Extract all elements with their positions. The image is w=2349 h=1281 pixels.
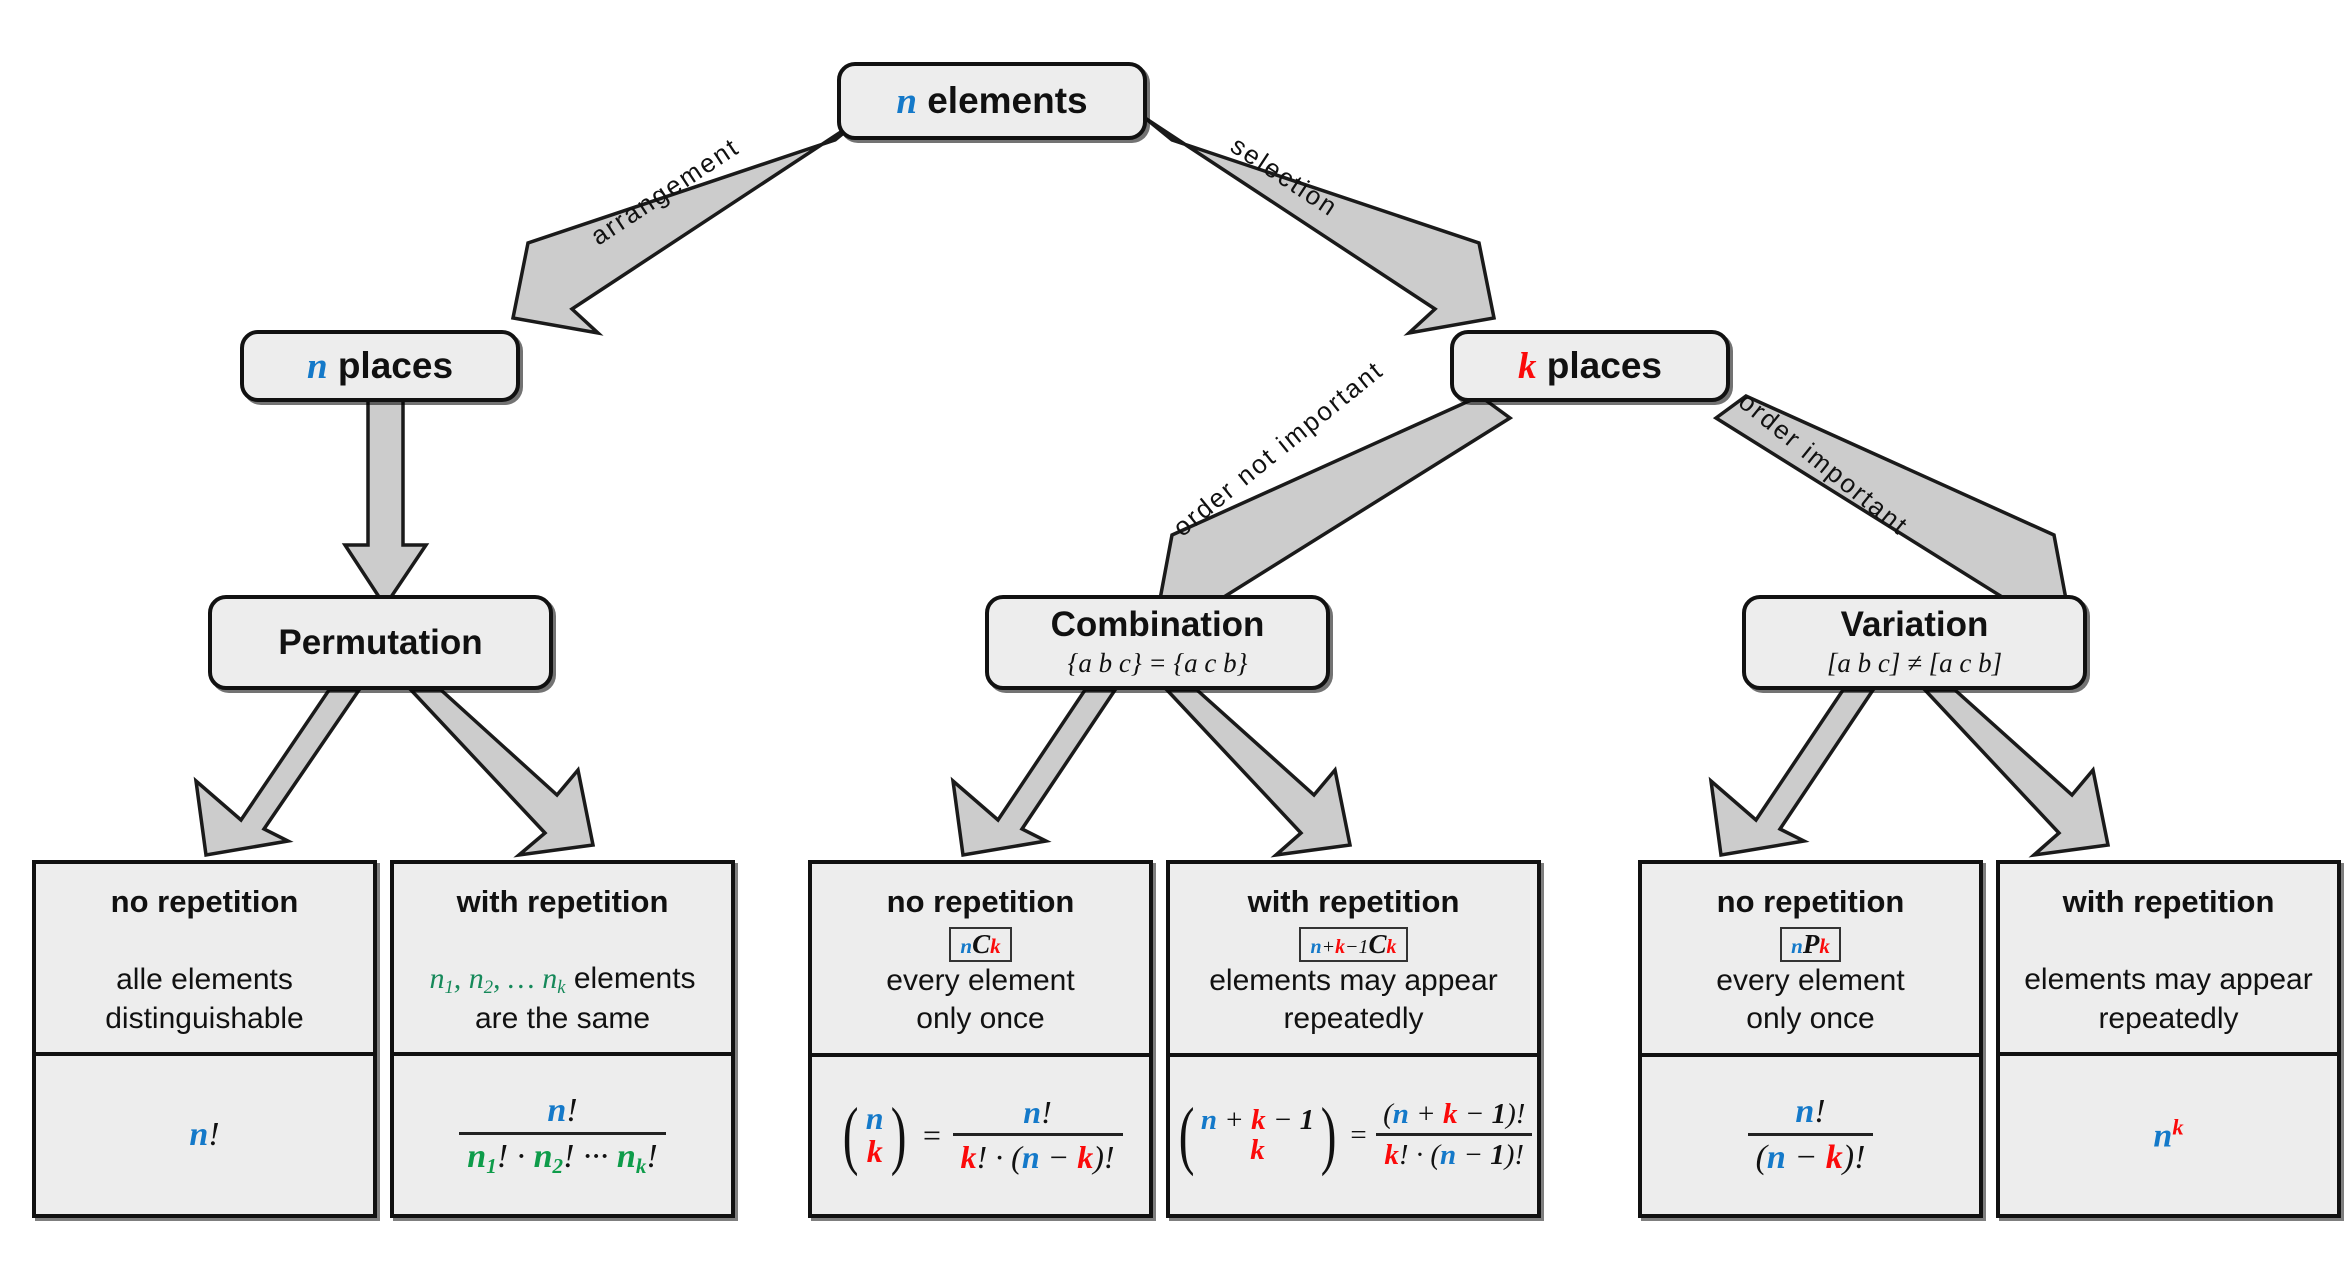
leaf-variation-with-repetition[interactable]: with repetition elements may appear repe… bbox=[1996, 860, 2341, 1218]
desc-line-2: repeatedly bbox=[1283, 1002, 1424, 1036]
desc-line-1: every element bbox=[1716, 964, 1905, 997]
desc-line-1: elements bbox=[573, 961, 696, 995]
leaf-header: no repetition bbox=[1716, 884, 1905, 919]
leaf-formula: ( n + k − 1 k ) = (n + k − 1)! k! · (n −… bbox=[1174, 1097, 1534, 1173]
leaf-lower: n! bbox=[36, 1056, 373, 1214]
leaf-lower: nk bbox=[2000, 1056, 2337, 1214]
desc-line-2: distinguishable bbox=[105, 1001, 304, 1035]
leaf-notation: nPk bbox=[1780, 927, 1841, 962]
leaf-lower: n! n1! · n2! ··· nk! bbox=[394, 1056, 731, 1214]
leaf-description: n1, n2, … nk elements are the same bbox=[429, 960, 695, 1038]
node-k-places-label: k places bbox=[1518, 344, 1662, 387]
arrow-variation-to-with-rep bbox=[1920, 688, 2111, 858]
leaf-description: alle elements distinguishable bbox=[105, 961, 303, 1038]
leaf-formula: n! bbox=[189, 1116, 220, 1153]
var-n: n bbox=[896, 80, 917, 122]
edge-label-selection: selection bbox=[1225, 130, 1345, 223]
leaf-lower: ( n + k − 1 k ) = (n + k − 1)! k! · (n −… bbox=[1170, 1057, 1537, 1214]
leaf-upper: no repetition alle elements distinguisha… bbox=[36, 864, 373, 1056]
leaf-combination-with-repetition[interactable]: with repetition n+k−1Ck elements may app… bbox=[1166, 860, 1541, 1218]
node-variation-subtitle: [a b c] ≠ [a c b] bbox=[1826, 647, 2003, 678]
leaf-notation: nCk bbox=[949, 927, 1012, 962]
desc-line-2: only once bbox=[1746, 1002, 1875, 1036]
var-n: n bbox=[306, 345, 328, 387]
leaf-permutation-no-repetition[interactable]: no repetition alle elements distinguisha… bbox=[32, 860, 377, 1218]
leaf-upper: with repetition elements may appear repe… bbox=[2000, 864, 2337, 1056]
leaf-header: no repetition bbox=[886, 884, 1075, 919]
node-n-elements-label: n elements bbox=[896, 79, 1088, 122]
leaf-formula: nk bbox=[2153, 1114, 2184, 1155]
desc-line-1: alle elements bbox=[116, 963, 293, 997]
desc-line-1: elements may appear bbox=[2024, 963, 2313, 997]
var-k: k bbox=[1518, 345, 1537, 387]
node-variation-title: Variation bbox=[1840, 605, 1989, 645]
leaf-notation: n+k−1Ck bbox=[1299, 927, 1408, 962]
desc-line-2: only once bbox=[916, 1002, 1045, 1036]
arrow-places-to-permutation bbox=[341, 388, 430, 610]
node-n-places-label: n places bbox=[306, 344, 454, 387]
leaf-description: elements may appear repeatedly bbox=[1209, 962, 1498, 1039]
desc-line-2: are the same bbox=[474, 1001, 651, 1035]
leaf-header: with repetition bbox=[456, 884, 669, 919]
leaf-upper: with repetition n+k−1Ck elements may app… bbox=[1170, 864, 1537, 1057]
node-n-elements[interactable]: n elements bbox=[837, 62, 1147, 140]
arrow-arrangement bbox=[510, 116, 864, 336]
edge-label-order-important: order important bbox=[1733, 386, 1915, 542]
desc-vars: n1, n2, … nk bbox=[429, 961, 566, 998]
edge-label-arrangement: arrangement bbox=[585, 131, 745, 252]
arrow-combination-to-with-rep bbox=[1162, 688, 1353, 858]
leaf-variation-no-repetition[interactable]: no repetition nPk every element only onc… bbox=[1638, 860, 1983, 1218]
leaf-formula: n! (n − k)! bbox=[1747, 1093, 1874, 1177]
node-k-places-text: places bbox=[1546, 344, 1662, 386]
node-variation[interactable]: Variation [a b c] ≠ [a c b] bbox=[1742, 595, 2087, 690]
arrow-variation-to-no-rep bbox=[1708, 688, 1877, 858]
leaf-description: every element only once bbox=[886, 962, 1074, 1039]
edge-label-order-not-important: order not important bbox=[1167, 354, 1390, 543]
desc-line-2: repeatedly bbox=[2098, 1001, 2239, 1035]
leaf-permutation-with-repetition[interactable]: with repetition n1, n2, … nk elements ar… bbox=[390, 860, 735, 1218]
arrow-selection bbox=[1143, 116, 1497, 336]
leaf-upper: no repetition nPk every element only onc… bbox=[1642, 864, 1979, 1057]
leaf-description: elements may appear repeatedly bbox=[2024, 961, 2313, 1038]
desc-line-1: elements may appear bbox=[1209, 964, 1498, 997]
desc-line-1: every element bbox=[886, 964, 1075, 997]
node-combination-subtitle: {a b c} = {a c b} bbox=[1067, 647, 1248, 678]
leaf-upper: no repetition nCk every element only onc… bbox=[812, 864, 1149, 1057]
leaf-formula: n! n1! · n2! ··· nk! bbox=[459, 1092, 666, 1179]
node-combination-title: Combination bbox=[1050, 605, 1265, 645]
leaf-header: no repetition bbox=[110, 884, 299, 919]
arrow-permutation-to-with-rep bbox=[406, 688, 596, 858]
leaf-header: with repetition bbox=[1247, 884, 1460, 919]
arrow-permutation-to-no-rep bbox=[193, 688, 363, 858]
leaf-header: with repetition bbox=[2062, 884, 2275, 919]
arrow-combination-to-no-rep bbox=[950, 688, 1119, 858]
leaf-upper: with repetition n1, n2, … nk elements ar… bbox=[394, 864, 731, 1056]
node-n-elements-text: elements bbox=[927, 79, 1088, 121]
node-n-places-text: places bbox=[337, 344, 454, 386]
leaf-description: every element only once bbox=[1716, 962, 1904, 1039]
node-combination[interactable]: Combination {a b c} = {a c b} bbox=[985, 595, 1330, 690]
node-permutation[interactable]: Permutation bbox=[208, 595, 553, 690]
node-permutation-title: Permutation bbox=[278, 622, 483, 662]
leaf-lower: n! (n − k)! bbox=[1642, 1057, 1979, 1214]
leaf-combination-no-repetition[interactable]: no repetition nCk every element only onc… bbox=[808, 860, 1153, 1218]
node-k-places[interactable]: k places bbox=[1450, 330, 1730, 402]
node-n-places[interactable]: n places bbox=[240, 330, 520, 402]
